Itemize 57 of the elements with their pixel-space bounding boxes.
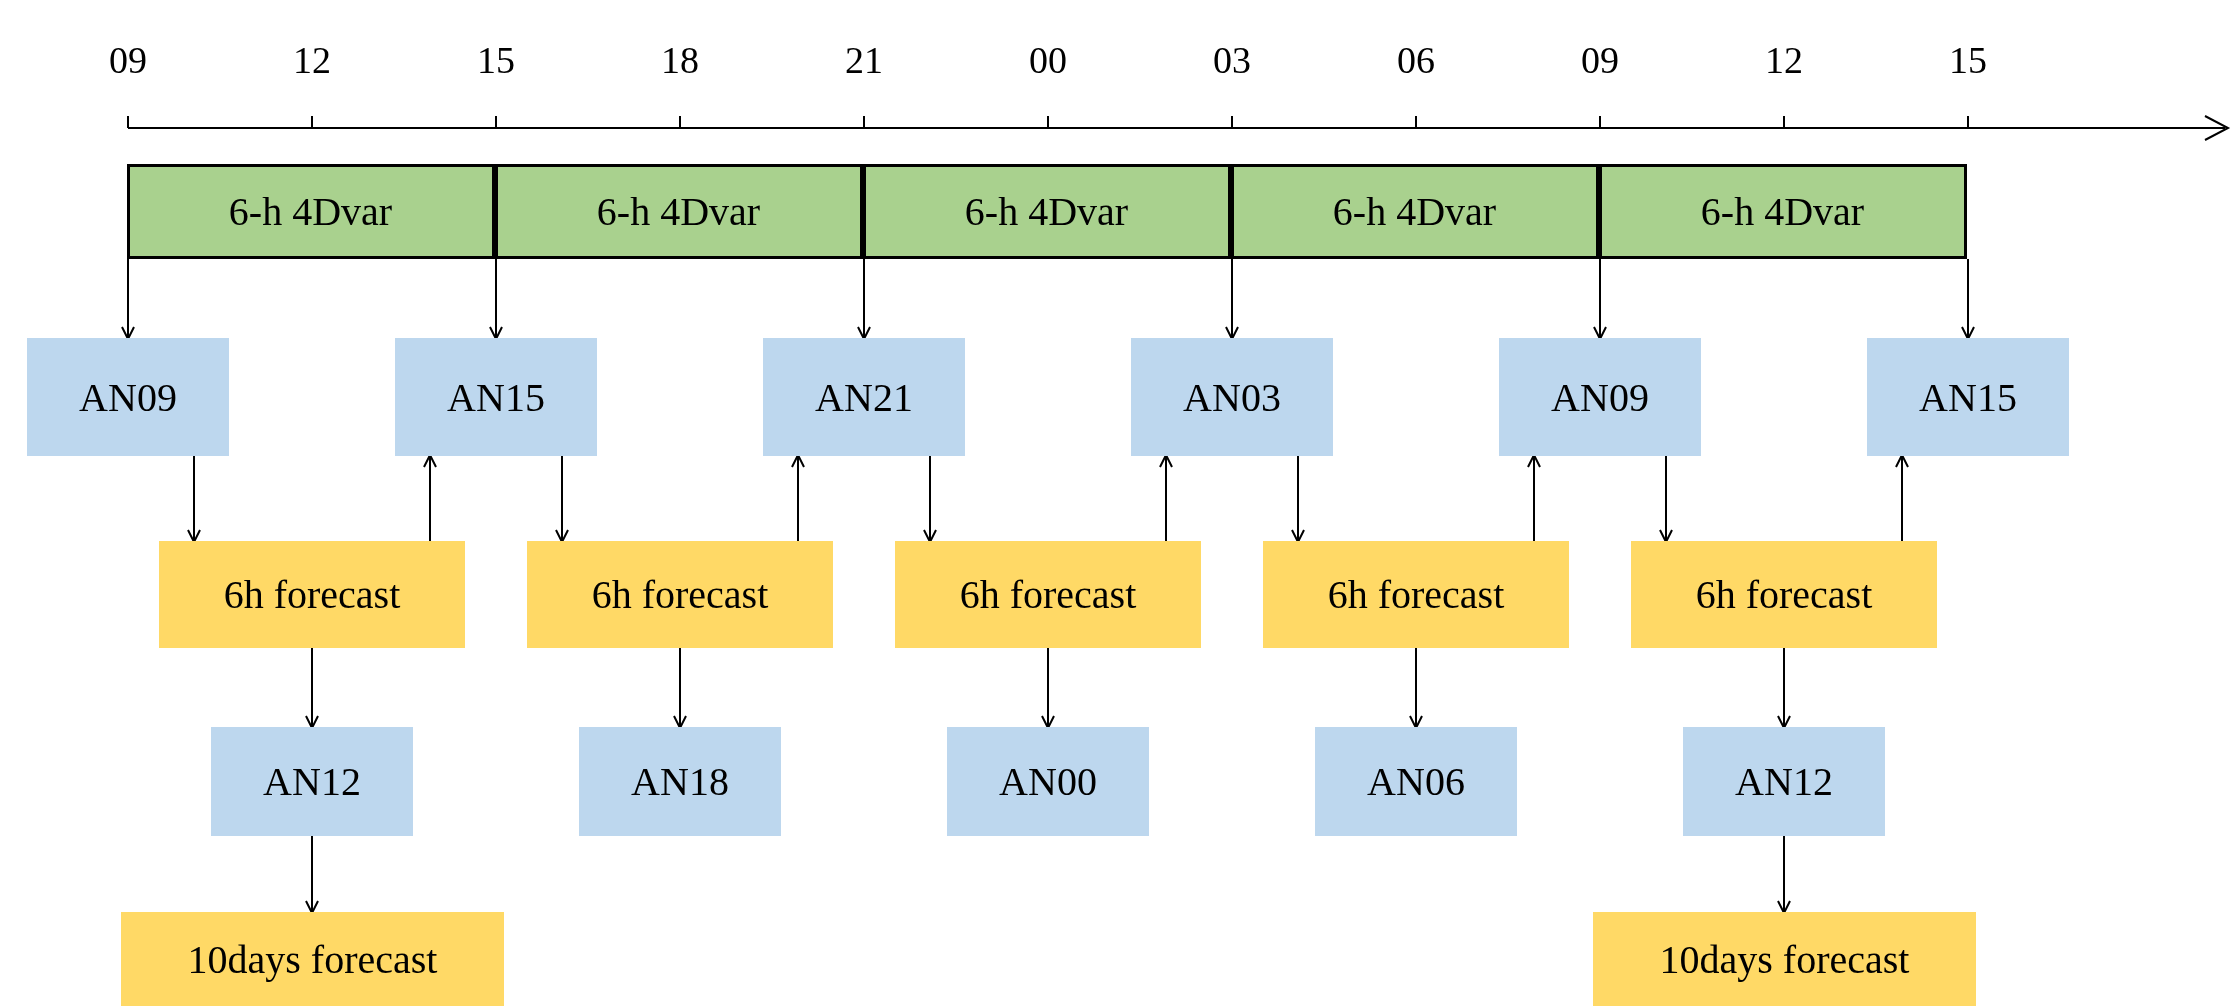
analysis-box: AN12 [1683, 727, 1885, 836]
forecast-box: 10days forecast [1593, 912, 1976, 1006]
forecast-box: 10days forecast [121, 912, 504, 1006]
assimilation-window-box: 6-h 4Dvar [1230, 164, 1599, 259]
arrow [187, 455, 201, 543]
arrow [1659, 455, 1673, 543]
arrow [1593, 258, 1607, 340]
forecast-box: 6h forecast [1263, 541, 1569, 648]
arrow [923, 455, 937, 543]
arrow [1225, 258, 1239, 340]
analysis-box: AN09 [1499, 338, 1701, 456]
assimilation-window-box: 6-h 4Dvar [126, 164, 495, 259]
arrow [1961, 258, 1975, 340]
analysis-box: AN21 [763, 338, 965, 456]
tick-label: 18 [660, 38, 700, 82]
analysis-box: AN15 [1867, 338, 2069, 456]
analysis-box: AN12 [211, 727, 413, 836]
analysis-box: AN06 [1315, 727, 1517, 836]
analysis-box: AN03 [1131, 338, 1333, 456]
arrow [555, 455, 569, 543]
arrow [1041, 647, 1055, 729]
assimilation-window-box: 6-h 4Dvar [1598, 164, 1967, 259]
analysis-box: AN09 [27, 338, 229, 456]
assimilation-window-box: 6-h 4Dvar [494, 164, 863, 259]
arrow [1291, 455, 1305, 543]
arrow [489, 258, 503, 340]
tick-label: 12 [1764, 38, 1804, 82]
arrow [1159, 454, 1173, 542]
arrow [1895, 454, 1909, 542]
analysis-box: AN18 [579, 727, 781, 836]
tick-label: 15 [1948, 38, 1988, 82]
analysis-box: AN00 [947, 727, 1149, 836]
arrow [1527, 454, 1541, 542]
arrow [857, 258, 871, 340]
arrow [305, 647, 319, 729]
arrow [673, 647, 687, 729]
arrow [1777, 647, 1791, 729]
tick-label: 06 [1396, 38, 1436, 82]
arrow [423, 454, 437, 542]
tick-label: 09 [108, 38, 148, 82]
arrow [791, 454, 805, 542]
tick-label: 09 [1580, 38, 1620, 82]
tick-label: 03 [1212, 38, 1252, 82]
arrow [121, 258, 135, 340]
arrow [1777, 835, 1791, 914]
analysis-box: AN15 [395, 338, 597, 456]
forecast-box: 6h forecast [159, 541, 465, 648]
arrow [305, 835, 319, 914]
forecast-box: 6h forecast [895, 541, 1201, 648]
assimilation-window-box: 6-h 4Dvar [862, 164, 1231, 259]
arrow [1409, 647, 1423, 729]
tick-label: 21 [844, 38, 884, 82]
tick-label: 15 [476, 38, 516, 82]
forecast-box: 6h forecast [527, 541, 833, 648]
forecast-box: 6h forecast [1631, 541, 1937, 648]
tick-label: 12 [292, 38, 332, 82]
tick-label: 00 [1028, 38, 1068, 82]
